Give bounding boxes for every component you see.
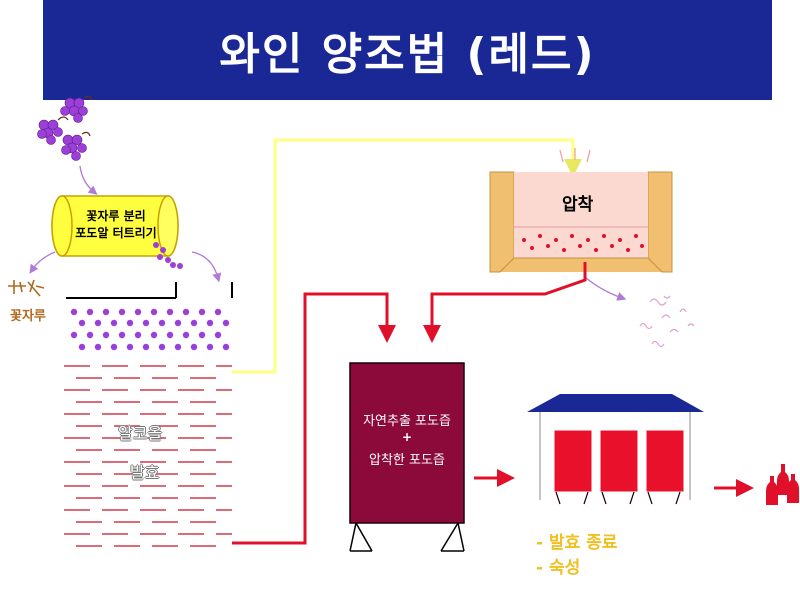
crusher-destemmer — [51, 195, 179, 257]
pomace-icon — [639, 295, 695, 348]
label-step-2: - 숙성 — [536, 558, 581, 578]
tank-grapes — [70, 308, 230, 351]
wine-bottles-icon — [766, 464, 799, 505]
label-vat-1: 자연추출 포도즙 — [363, 414, 451, 429]
label-maceration-1: 알코올 — [118, 424, 163, 443]
label-step-1: - 발효 종료 — [536, 533, 618, 553]
label-vat-2: 압착한 포도즙 — [369, 453, 445, 468]
label-maceration-2: 발효 — [130, 463, 160, 482]
grapes-icon — [37, 95, 93, 161]
press — [489, 148, 673, 273]
tank-must — [64, 365, 232, 547]
label-destem-1: 꽃자루 분리 — [86, 209, 146, 223]
label-destem-2: 포도알 터트리기 — [75, 226, 157, 240]
barrels — [553, 429, 685, 505]
label-vat-plus: + — [401, 430, 413, 444]
vat — [349, 362, 465, 552]
title-bar: 와인 양조법 (레드) — [43, 0, 772, 100]
page-title: 와인 양조법 (레드) — [219, 29, 596, 80]
stems-icon — [8, 279, 45, 297]
label-press: 압착 — [562, 195, 594, 215]
label-stems: 꽃자루 — [10, 309, 46, 324]
barrel-shed — [527, 394, 704, 505]
